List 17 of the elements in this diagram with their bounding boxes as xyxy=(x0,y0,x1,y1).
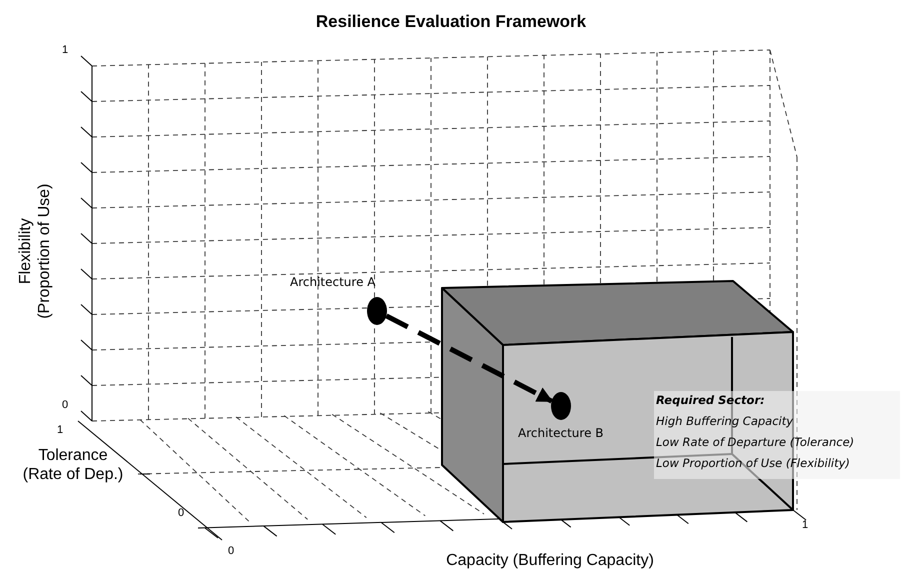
axis-tick-label: 1 xyxy=(802,519,808,531)
note-text: Low Proportion of Use (Flexibility) xyxy=(656,456,850,470)
point-label: Architecture A xyxy=(290,275,376,289)
arrow xyxy=(385,314,554,404)
axis-tick-label: 0 xyxy=(178,507,184,519)
axis-tick-label: 1 xyxy=(62,44,68,56)
axis-title: Tolerance (Rate of Dep.) xyxy=(22,446,124,484)
axis-tick-label: 0 xyxy=(228,545,234,557)
point-label: Architecture B xyxy=(518,426,604,440)
axis-title: Flexibility (Proportion of Use) xyxy=(16,182,54,321)
note-heading: Required Sector: xyxy=(656,393,765,407)
note-text: High Buffering Capacity xyxy=(656,414,794,428)
note-text: Low Rate of Departure (Tolerance) xyxy=(656,435,854,449)
axis-tick-label: 1 xyxy=(57,424,64,436)
axis-title: Capacity (Buffering Capacity) xyxy=(445,551,655,570)
chart-title: Resilience Evaluation Framework xyxy=(314,12,588,32)
axis-tick-label: 0 xyxy=(62,399,68,411)
